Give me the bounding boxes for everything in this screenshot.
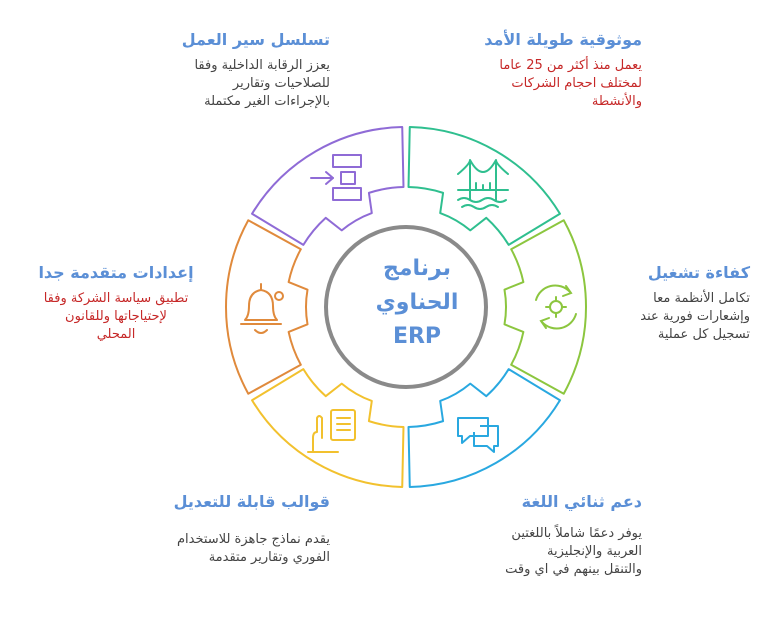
document-hand-icon bbox=[307, 409, 356, 453]
chat-bubbles-icon bbox=[457, 417, 499, 453]
center-title-line3: ERP bbox=[392, 324, 442, 349]
feature-title: تسلسل سير العمل bbox=[181, 30, 330, 49]
center-circle bbox=[324, 225, 488, 389]
gear-cycle-icon bbox=[535, 284, 577, 330]
feature-desc: يوفر دعمًا شاملاً باللغتين العربية والإن… bbox=[505, 526, 642, 578]
bridge-icon bbox=[457, 159, 509, 210]
center-title-line1: برنامج bbox=[383, 256, 451, 281]
segment-workflow bbox=[251, 126, 405, 246]
center-title-line2: الحناوي bbox=[375, 290, 459, 315]
feature-desc: يعزز الرقابة الداخلية وفقا للصلاحيات وتق… bbox=[194, 58, 330, 110]
feature-desc: تطبيق سياسة الشركة وفقا لإحتياجاتها وللق… bbox=[43, 291, 189, 343]
feature-title: دعم ثنائي اللغة bbox=[521, 492, 642, 511]
feature-desc: تكامل الأنظمة معا وإشعارات فورية عند تسج… bbox=[640, 291, 750, 343]
segment-language bbox=[407, 368, 561, 488]
feature-reliability: موثوقية طويلة الأمد يعمل منذ أكثر من 25 … bbox=[452, 30, 642, 111]
feature-title: قوالب قابلة للتعديل bbox=[173, 492, 330, 511]
feature-desc: يعمل منذ أكثر من 25 عاما لمختلف احجام ال… bbox=[499, 58, 642, 110]
feature-language: دعم ثنائي اللغة يوفر دعمًا شاملاً باللغت… bbox=[452, 492, 642, 579]
segment-settings bbox=[225, 219, 309, 395]
feature-efficiency: كفاءة تشغيل تكامل الأنظمة معا وإشعارات ف… bbox=[550, 263, 750, 344]
feature-title: كفاءة تشغيل bbox=[647, 263, 750, 282]
feature-workflow: تسلسل سير العمل يعزز الرقابة الداخلية وف… bbox=[140, 30, 330, 111]
center-title: برنامج الحناوي ERP bbox=[337, 252, 497, 362]
feature-desc: يقدم نماذج جاهزة للاستخدام الفوري وتقاري… bbox=[177, 532, 330, 566]
feature-templates: قوالب قابلة للتعديل يقدم نماذج جاهزة للا… bbox=[140, 492, 330, 567]
workflow-arrow-icon bbox=[310, 154, 362, 201]
feature-settings: إعدادات متقدمة جدا تطبيق سياسة الشركة وف… bbox=[12, 263, 220, 344]
segment-templates bbox=[251, 368, 405, 488]
segment-reliability bbox=[407, 126, 561, 246]
feature-title: موثوقية طويلة الأمد bbox=[484, 30, 642, 49]
feature-title: إعدادات متقدمة جدا bbox=[38, 263, 194, 282]
bell-icon bbox=[240, 283, 284, 334]
